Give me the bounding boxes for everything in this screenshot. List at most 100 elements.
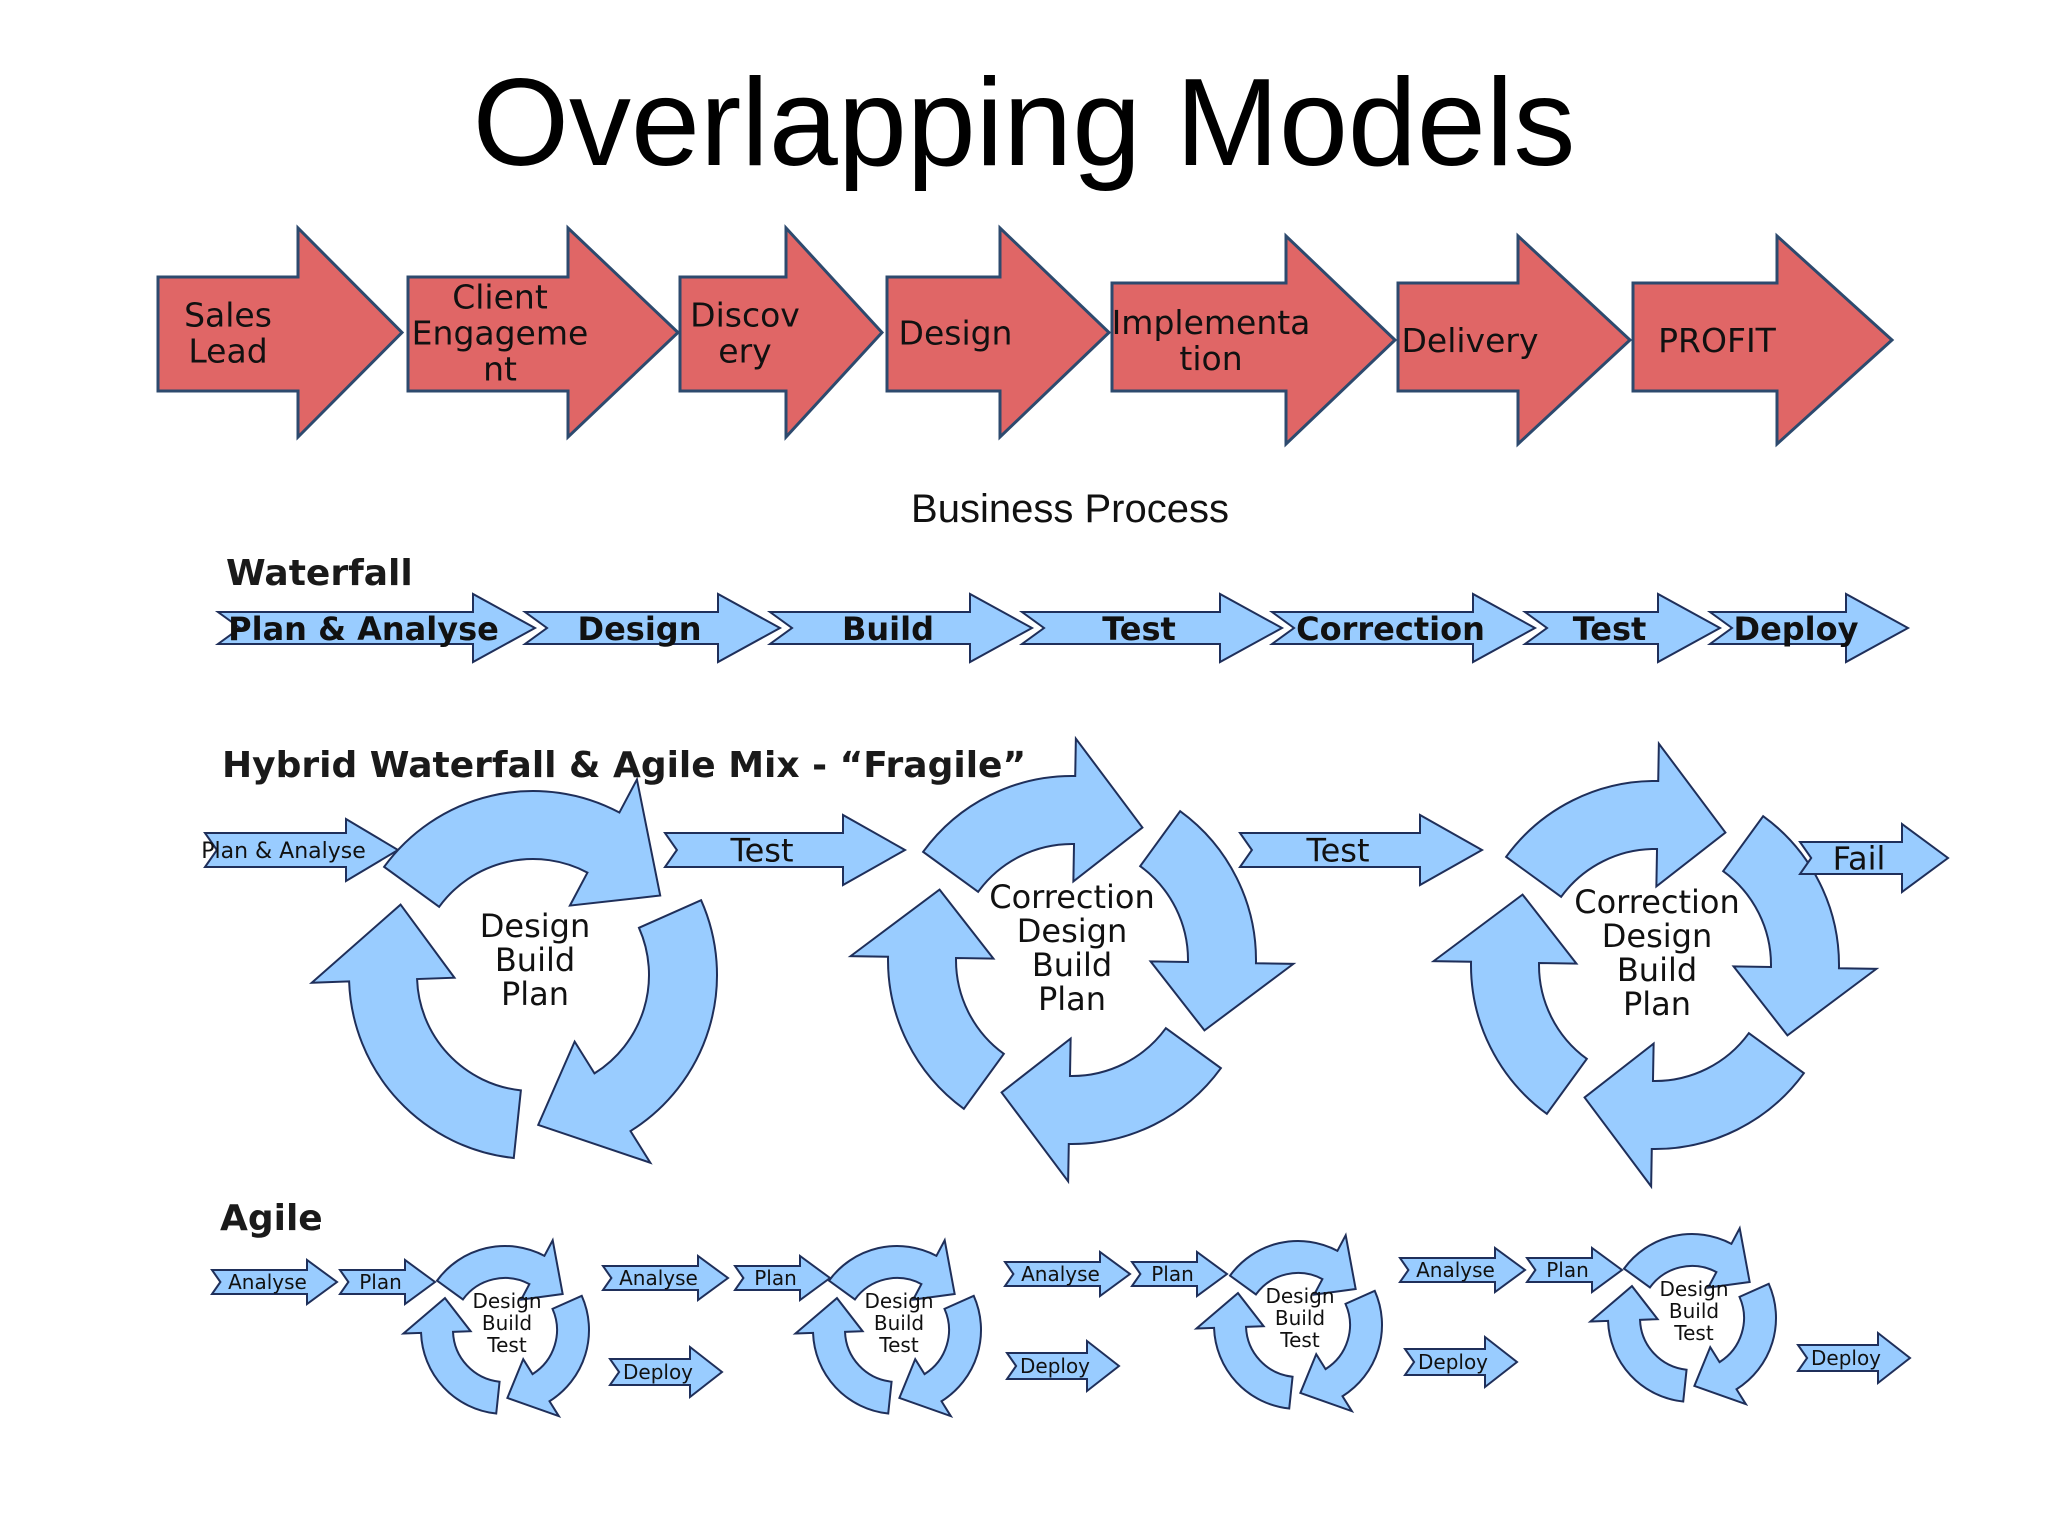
hybrid-cycle-label: Correction — [989, 878, 1155, 916]
agile-plan-arrow — [1525, 1246, 1624, 1294]
hybrid-cycle-label: Plan — [1038, 980, 1106, 1018]
waterfall-step-label: Test — [1102, 610, 1176, 648]
agile-cycle-arrow — [435, 1237, 564, 1301]
business-arrow — [1396, 232, 1633, 448]
agile-analyse-label: Analyse — [619, 1266, 698, 1290]
business-arrow-label: Lead — [188, 332, 267, 371]
agile-label: Agile — [220, 1198, 323, 1239]
waterfall-step-arrow — [1521, 592, 1723, 664]
agile-cycle-label: Test — [486, 1333, 527, 1357]
agile-cycle-arrow — [1193, 1291, 1294, 1410]
agile-cycle-label: Design — [1659, 1277, 1728, 1301]
hybrid-plan-arrow — [203, 817, 400, 883]
business-arrow-label: Engageme — [412, 314, 589, 353]
agile-cycle-label: Build — [482, 1311, 532, 1335]
agile-cycle-label: Build — [874, 1311, 924, 1335]
hybrid-cycle-label: Correction — [1574, 883, 1740, 921]
agile-cycle-label: Test — [1279, 1328, 1320, 1352]
waterfall-step-arrow — [1706, 592, 1911, 664]
business-arrow-label: Design — [899, 314, 1013, 353]
agile-cycle-label: Test — [1673, 1321, 1714, 1345]
business-arrow-label: ery — [718, 332, 771, 371]
business-arrow-label: Sales — [184, 296, 272, 335]
waterfall-step-arrow — [521, 592, 783, 664]
hybrid-cycle-arrow — [921, 735, 1144, 894]
agile-analyse-arrow — [1003, 1250, 1132, 1298]
waterfall-step-label: Test — [1573, 610, 1647, 648]
agile-deploy-arrow — [1403, 1334, 1519, 1390]
business-arrow — [678, 224, 885, 441]
business-arrow — [406, 224, 681, 441]
hybrid-fail-arrow — [1798, 822, 1950, 894]
business-arrow-label: Implementa — [1112, 303, 1311, 342]
hybrid-cycle-label: Build — [495, 941, 575, 979]
business-arrow — [885, 224, 1112, 441]
slide-title: Overlapping Models — [472, 54, 1576, 192]
hybrid-model: Plan & AnalyseDesignBuildPlanTestCorrect… — [201, 735, 1950, 1190]
hybrid-cycle-arrow — [308, 903, 522, 1160]
agile-cycle-arrow — [792, 1296, 893, 1415]
hybrid-cycle-label: Build — [1617, 951, 1697, 989]
hybrid-fail-label: Fail — [1833, 840, 1886, 878]
hybrid-label: Hybrid Waterfall & Agile Mix - “Fragile” — [222, 745, 1026, 786]
agile-cycle-arrow — [1622, 1225, 1751, 1289]
hybrid-cycle-label: Design — [1017, 912, 1127, 950]
business-arrow — [156, 224, 405, 441]
waterfall-label: Waterfall — [226, 553, 413, 594]
hybrid-cycle-label: Plan — [1623, 985, 1691, 1023]
business-arrow-label: Discov — [690, 296, 800, 335]
hybrid-test-arrow — [663, 813, 908, 887]
waterfall-step-arrow — [766, 592, 1035, 664]
waterfall-step-label: Design — [578, 610, 702, 648]
hybrid-cycle-arrow — [536, 898, 718, 1165]
business-arrow-label: nt — [483, 350, 517, 389]
agile-deploy-arrow — [608, 1344, 724, 1400]
agile-deploy-arrow — [1796, 1330, 1912, 1386]
agile-cycle-arrow — [1228, 1232, 1357, 1296]
hybrid-cycle-label: Design — [480, 907, 590, 945]
hybrid-plan-label: Plan & Analyse — [201, 839, 366, 864]
agile-deploy-label: Deploy — [1811, 1346, 1881, 1370]
hybrid-cycle-arrow — [1721, 814, 1880, 1037]
agile-deploy-arrow — [1005, 1338, 1121, 1394]
business-arrow-label: PROFIT — [1658, 321, 1777, 360]
waterfall-step-label: Deploy — [1734, 610, 1859, 648]
agile-analyse-label: Analyse — [1021, 1262, 1100, 1286]
agile-plan-label: Plan — [1151, 1262, 1194, 1286]
agile-cycle-arrow — [827, 1237, 956, 1301]
business-process-caption: Business Process — [911, 487, 1229, 531]
agile-cycle-arrow — [1693, 1282, 1777, 1407]
hybrid-cycle-label: Build — [1032, 946, 1112, 984]
business-arrow-label: tion — [1179, 339, 1242, 378]
agile-deploy-label: Deploy — [1020, 1354, 1090, 1378]
waterfall-step-label: Build — [842, 610, 934, 648]
agile-analyse-arrow — [1398, 1246, 1527, 1294]
waterfall-step-arrow — [1268, 592, 1538, 664]
hybrid-cycle-arrow — [1430, 893, 1589, 1116]
agile-cycle-arrow — [400, 1296, 501, 1415]
hybrid-cycle-label: Design — [1602, 917, 1712, 955]
hybrid-test-label: Test — [729, 832, 793, 870]
waterfall-step-label: Plan & Analyse — [228, 610, 499, 648]
agile-cycle-label: Build — [1669, 1299, 1719, 1323]
agile-cycle-label: Design — [472, 1289, 541, 1313]
agile-plan-arrow — [1130, 1250, 1229, 1298]
agile-cycle-arrow — [506, 1294, 590, 1419]
hybrid-cycle-label: Plan — [501, 975, 569, 1013]
waterfall-step-arrow — [214, 592, 538, 664]
business-arrow — [1110, 232, 1398, 448]
agile-cycle-arrow — [898, 1294, 982, 1419]
agile-analyse-arrow — [601, 1254, 730, 1302]
agile-analyse-label: Analyse — [1416, 1258, 1495, 1282]
business-arrow-label: Delivery — [1402, 321, 1539, 360]
hybrid-cycle-arrow — [1504, 740, 1727, 899]
hybrid-cycle-arrow — [847, 888, 1006, 1111]
agile-cycle-label: Design — [1265, 1284, 1334, 1308]
hybrid-cycle-arrow — [1000, 1026, 1223, 1185]
business-arrow — [1631, 232, 1895, 448]
business-arrow-label: Client — [452, 278, 548, 317]
